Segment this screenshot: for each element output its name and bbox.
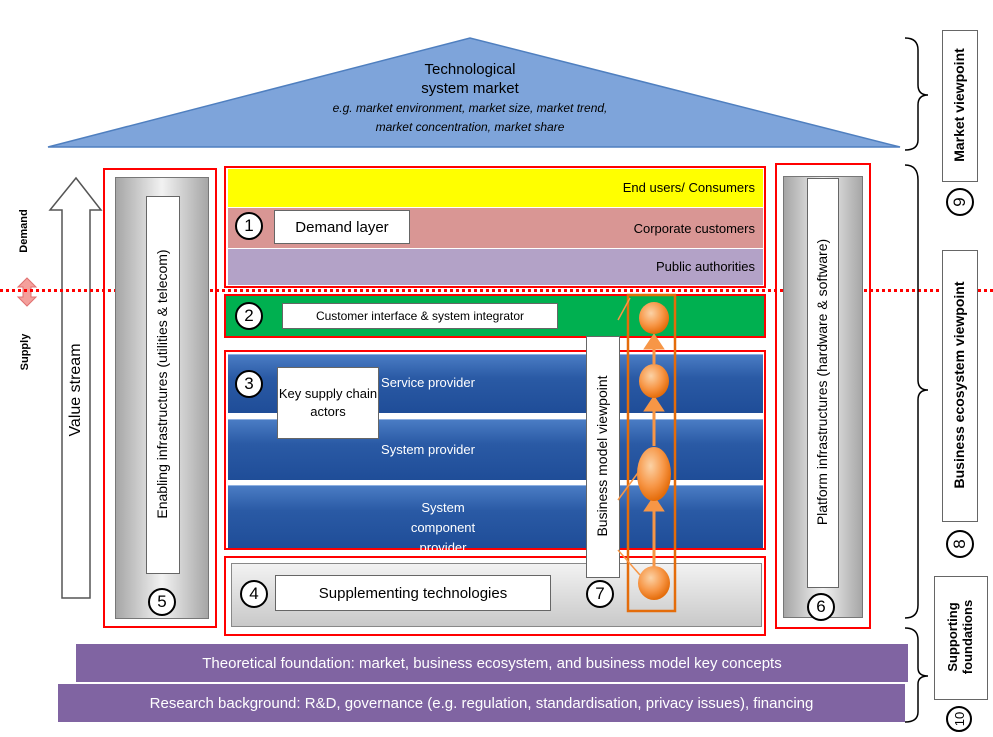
- ecosystem-viewpoint-label: Business ecosystem viewpoint: [951, 281, 967, 489]
- business-model-label-box: [586, 336, 620, 578]
- theoretical-foundation-text: Theoretical foundation: market, business…: [202, 654, 782, 672]
- research-background-bar: Research background: R&D, governance (e.…: [58, 684, 905, 722]
- ecosystem-viewpoint-box: [942, 250, 978, 522]
- ecosystem-viewpoint-number: 8: [946, 530, 974, 558]
- roof-title-line2: system market: [421, 80, 519, 97]
- public-authorities-row: Public authorities: [228, 249, 763, 285]
- foundations-viewpoint-box: [934, 576, 988, 700]
- roof-examples: e.g. market environment, market size, ma…: [250, 99, 690, 137]
- end-users-row: End users/ Consumers: [228, 169, 763, 207]
- service-provider-label: Service provider: [381, 375, 475, 390]
- interface-layer-label: Customer interface & system integrator: [282, 303, 558, 329]
- supplementing-frame: [224, 556, 766, 636]
- foundations-viewpoint-number: 10: [946, 706, 972, 732]
- roof-examples-line1: e.g. market environment, market size, ma…: [332, 101, 608, 115]
- roof-title-line1: Technological: [424, 61, 516, 78]
- research-background-text: Research background: R&D, governance (e.…: [149, 694, 814, 712]
- demand-supply-separator: [0, 289, 993, 292]
- business-model-number: 7: [586, 580, 614, 608]
- end-users-label: End users/ Consumers: [622, 180, 755, 195]
- platform-number: 6: [807, 593, 835, 621]
- interface-layer-number: 2: [235, 302, 263, 330]
- system-provider-label: System provider: [381, 442, 475, 457]
- supplementing-label: Supplementing technologies: [275, 575, 551, 611]
- supply-layer-label: Key supply chain actors: [277, 367, 379, 439]
- demand-layer-label: Demand layer: [274, 210, 410, 244]
- enabling-frame: [103, 168, 217, 628]
- platform-label-box: [807, 178, 839, 588]
- platform-frame: [775, 163, 871, 629]
- foundations-viewpoint-label: Supporting foundations: [945, 576, 975, 698]
- market-viewpoint-box: [942, 30, 978, 182]
- enabling-label-box: [146, 196, 180, 574]
- roof-title: Technological system market: [380, 60, 560, 98]
- supplementing-number: 4: [240, 580, 268, 608]
- demand-layer-frame: [224, 166, 766, 288]
- market-viewpoint-label: Market viewpoint: [951, 48, 967, 162]
- roof-examples-line2: market concentration, market share: [375, 120, 565, 134]
- demand-layer-number: 1: [235, 212, 263, 240]
- component-provider-label: System component provider: [410, 500, 476, 555]
- corporate-customers-label: Corporate customers: [633, 221, 755, 236]
- market-viewpoint-number: 9: [946, 188, 974, 216]
- supply-layer-frame: [224, 350, 766, 550]
- foundations-viewpoint-text: Supporting foundations: [945, 599, 975, 675]
- public-authorities-label: Public authorities: [656, 259, 755, 274]
- demand-supply-double-arrow-icon: [16, 277, 38, 307]
- supply-layer-number: 3: [235, 370, 263, 398]
- theoretical-foundation-bar: Theoretical foundation: market, business…: [76, 644, 908, 682]
- enabling-number: 5: [148, 588, 176, 616]
